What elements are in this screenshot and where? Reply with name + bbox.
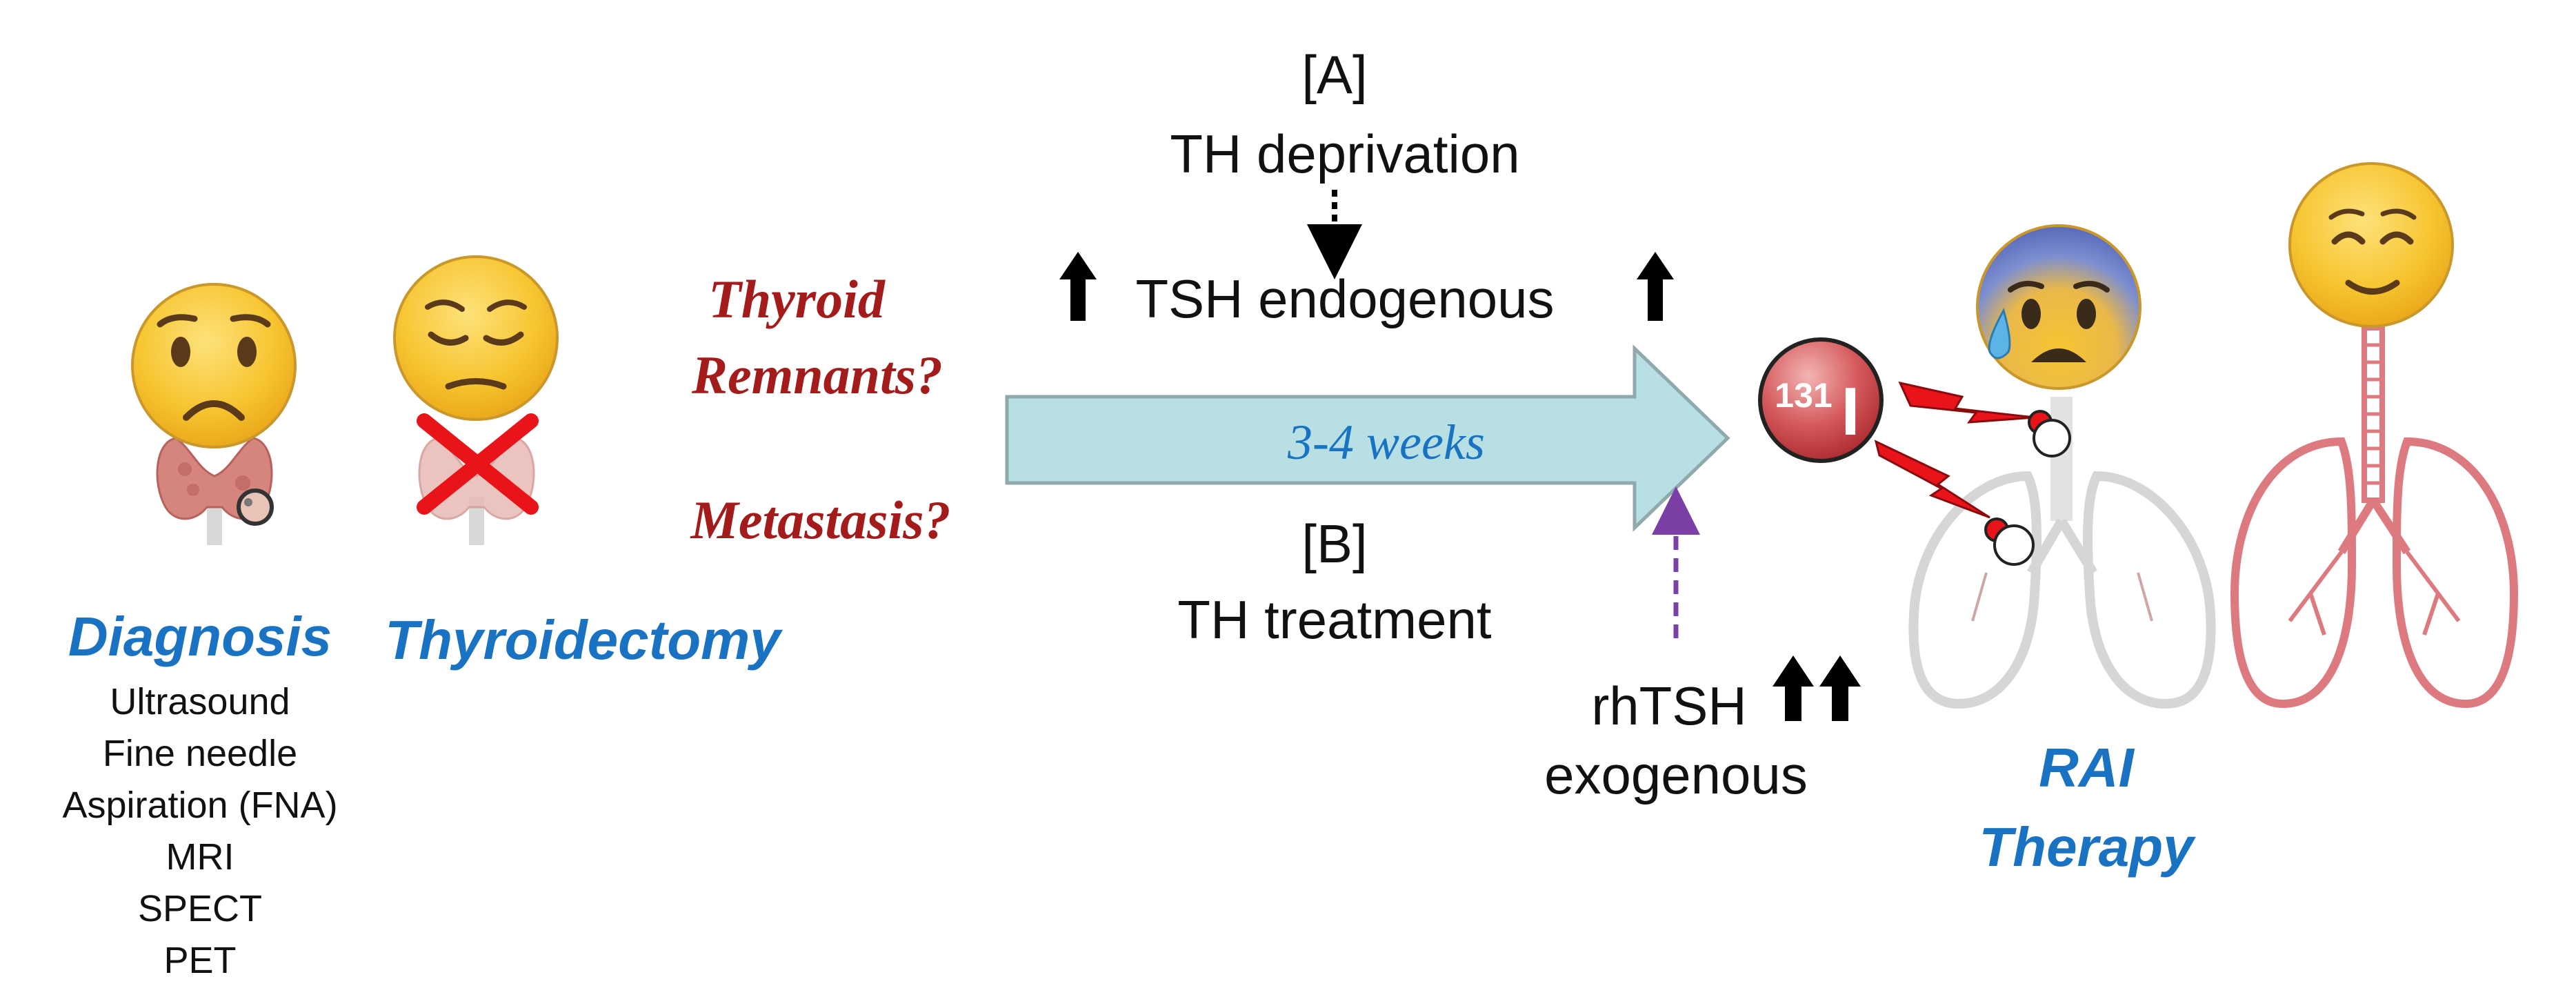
method-fine-needle: Fine needle [103, 733, 297, 774]
thyroidectomy-title: Thyroidectomy [385, 609, 783, 671]
rai-patient-figure: 131 I RAI Therapy [1758, 224, 2216, 878]
iodine-131-badge: 131 I [1758, 337, 1884, 463]
route-a: [A] TH deprivation TSH endogenous [1059, 44, 1674, 329]
method-mri: MRI [166, 836, 234, 878]
rai-title-line1: RAI [2039, 737, 2135, 798]
rhtsh-block: rhTSH exogenous [1544, 486, 1861, 805]
up-arrow-icon [1773, 655, 1814, 721]
isotope-element-symbol: I [1841, 373, 1859, 449]
cross-mark-icon [417, 413, 539, 515]
thyroid-removed-icon [417, 413, 539, 545]
route-a-tag: [A] [1301, 44, 1367, 105]
lightning-bolt-icon [1874, 440, 2035, 566]
worried-face-icon [131, 283, 297, 448]
route-b-label: TH treatment [1177, 589, 1491, 650]
thyroidectomy-figure: Thyroidectomy [385, 255, 783, 671]
relieved-face-icon [2288, 162, 2454, 328]
sweat-drop-icon [1988, 308, 2011, 359]
route-a-effect: TSH endogenous [1135, 268, 1554, 329]
thyroid-remnants-line1: Thyroid [708, 269, 886, 329]
route-b: [B] TH treatment [1177, 513, 1491, 650]
timeline-arrow: 3-4 weeks [1005, 344, 1730, 532]
up-arrow-icon [1819, 655, 1861, 721]
route-a-label: TH deprivation [1170, 124, 1519, 184]
rai-title-line2: Therapy [1979, 816, 2196, 878]
healthy-patient-figure [2230, 162, 2519, 709]
thyroid-remnants-line2: Remnants? [691, 345, 943, 405]
thyroid-icon [156, 437, 274, 545]
diagnosis-figure: Diagnosis Ultrasound Fine needle Aspirat… [62, 283, 338, 981]
diagnosis-methods-list: Ultrasound Fine needle Aspiration (FNA) … [62, 681, 337, 981]
up-arrow-icon [1059, 252, 1097, 321]
diagnosis-title: Diagnosis [68, 606, 332, 667]
rhtsh-line2: exogenous [1544, 744, 1808, 805]
lightning-bolt-icon [1898, 381, 2071, 457]
lungs-icon [1908, 397, 2216, 709]
anxious-sweat-face-icon [1976, 224, 2141, 390]
method-pet: PET [163, 940, 236, 981]
sad-face-icon [393, 255, 559, 421]
method-ultrasound: Ultrasound [110, 681, 290, 722]
rhtsh-line1: rhTSH [1591, 675, 1746, 736]
route-b-tag: [B] [1301, 513, 1367, 574]
clinical-questions: Thyroid Remnants? Metastasis? [689, 269, 950, 550]
method-fna: Aspiration (FNA) [62, 785, 337, 826]
lungs-icon [2230, 325, 2519, 709]
timeline-arrow-label: 3-4 weeks [1287, 415, 1485, 470]
up-arrow-icon [1637, 252, 1674, 321]
isotope-mass-number: 131 [1775, 376, 1832, 415]
metastasis-question: Metastasis? [689, 490, 950, 550]
method-spect: SPECT [138, 888, 262, 929]
